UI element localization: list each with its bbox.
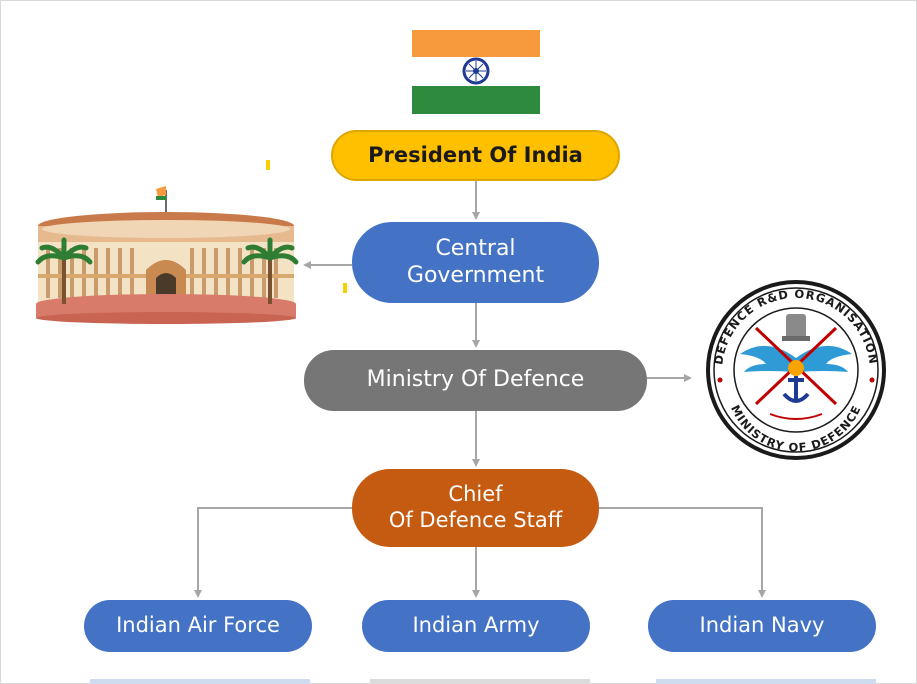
- decor-mark: [266, 160, 270, 170]
- bottom-strip: [90, 679, 310, 684]
- connector-chief-navy: [599, 507, 766, 598]
- connector-chief-airforce: [194, 507, 352, 598]
- node-airforce-label: Indian Air Force: [116, 613, 280, 638]
- node-army-label: Indian Army: [412, 613, 540, 638]
- parliament-building-icon: [35, 186, 299, 324]
- node-chief-label-line2: Of Defence Staff: [388, 508, 563, 532]
- node-navy-label: Indian Navy: [699, 613, 825, 638]
- palm-tree-icon: [35, 237, 93, 304]
- palm-tree-icon: [241, 237, 299, 304]
- connectors: [194, 181, 766, 598]
- node-chief-label-line1: Chief: [448, 482, 503, 507]
- bottom-strip: [656, 679, 876, 684]
- node-indian-army: Indian Army: [362, 600, 590, 652]
- node-central-label-line1: Central: [435, 235, 516, 261]
- node-president: President Of India: [331, 130, 620, 181]
- drdo-emblem-icon: DEFENCE R&D ORGANISATION MINISTRY OF DEF…: [706, 280, 886, 460]
- node-ministry-label: Ministry Of Defence: [366, 367, 585, 393]
- node-ministry-of-defence: Ministry Of Defence: [304, 350, 647, 411]
- india-flag-icon: [412, 30, 540, 114]
- decor-mark: [343, 283, 347, 293]
- node-indian-air-force: Indian Air Force: [84, 600, 312, 652]
- node-chief-of-defence-staff: Chief Of Defence Staff: [352, 469, 599, 547]
- bottom-strip: [370, 679, 590, 684]
- node-president-label: President Of India: [368, 142, 583, 167]
- node-central-government: Central Government: [352, 222, 599, 303]
- node-indian-navy: Indian Navy: [648, 600, 876, 652]
- node-central-label-line2: Government: [406, 262, 545, 288]
